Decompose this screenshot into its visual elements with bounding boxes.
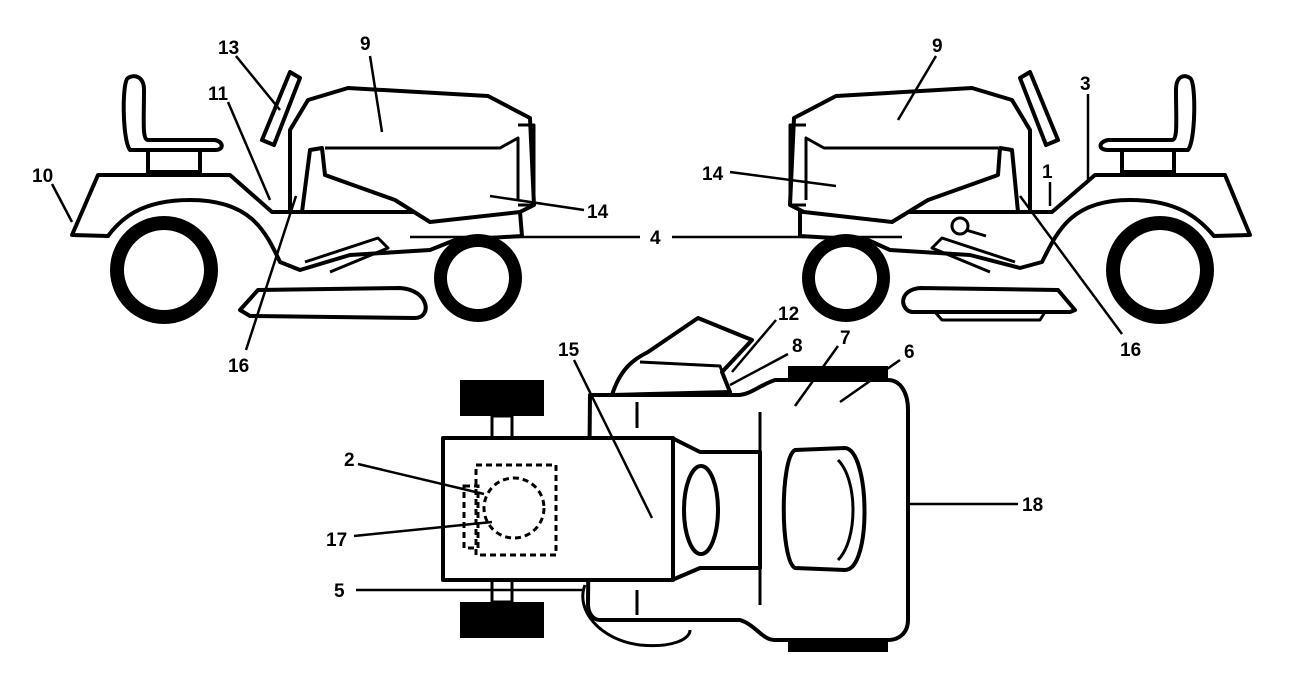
left-rear-fender: [70, 173, 524, 272]
callout-15: 15: [558, 340, 580, 361]
leader-16-left: [244, 195, 298, 351]
leader-2: [357, 462, 485, 496]
callout-5: 5: [334, 581, 345, 602]
top-front-left-tire: [460, 380, 544, 416]
right-seat-post: [1120, 148, 1176, 174]
leader-8: [729, 352, 789, 387]
callout-6: 6: [904, 342, 915, 363]
top-engine-dashed-tab: [462, 484, 480, 550]
callout-17: 17: [326, 530, 347, 551]
right-deck-plate: [933, 310, 1047, 322]
right-key-stem: [965, 228, 987, 238]
top-seat: [781, 446, 867, 572]
left-dash-panel: [288, 86, 536, 224]
leader-16-right: [1018, 195, 1124, 335]
callout-12: 12: [778, 304, 799, 325]
left-deck-lever: [304, 236, 390, 274]
right-key-knob: [950, 216, 970, 236]
callout-9-right: 9: [932, 36, 943, 57]
callout-7: 7: [840, 328, 851, 349]
leader-7: [793, 345, 840, 407]
callout-13: 13: [218, 38, 239, 59]
top-seat-back: [836, 458, 855, 562]
leader-14-right: [729, 170, 837, 188]
right-deck-lever: [930, 236, 1016, 274]
right-rear-hub: [1120, 230, 1200, 310]
leader-12: [731, 319, 777, 373]
right-steering-wheel: [1018, 70, 1060, 147]
top-discharge-chute: [610, 316, 754, 397]
callout-14-right: 14: [702, 164, 724, 185]
right-front-hub: [815, 247, 877, 309]
leader-6: [839, 358, 901, 404]
left-side-view: [70, 70, 536, 324]
leader-9-right: [896, 55, 938, 121]
callout-18: 18: [1022, 495, 1043, 516]
right-rear-fender: [798, 173, 1252, 270]
callout-9-left: 9: [360, 34, 371, 55]
leader-14-left: [489, 194, 585, 212]
right-dash-panel: [788, 86, 1032, 224]
right-seat: [1098, 74, 1197, 152]
left-mower-deck: [238, 286, 428, 320]
callout-4: 4: [650, 228, 661, 249]
left-seat: [121, 74, 224, 152]
right-grille: [788, 123, 806, 207]
callout-16-right: 16: [1120, 340, 1141, 361]
right-hood-line: [804, 136, 998, 200]
left-rear-hub: [124, 230, 204, 310]
callout-8: 8: [792, 336, 803, 357]
top-deck-outline: [581, 584, 692, 648]
leader-lines: [50, 55, 1124, 592]
leader-15: [572, 359, 654, 519]
callout-16-left: 16: [228, 356, 249, 377]
callout-2: 2: [344, 450, 355, 471]
callout-1: 1: [1042, 162, 1053, 183]
top-front-right-tire: [460, 602, 544, 638]
callout-10: 10: [32, 166, 53, 187]
leader-17: [353, 520, 493, 538]
top-engine-dashed-circle: [482, 476, 546, 540]
leader-13: [235, 55, 281, 111]
right-side-view: [788, 70, 1252, 324]
left-hood-line: [325, 136, 520, 200]
leader-9-left: [368, 55, 384, 133]
left-grille: [518, 123, 536, 207]
callouts: 13 9 11 10 14 4 16 9 3 1 14 16 12 8 7 6 …: [32, 34, 1141, 602]
right-mower-deck: [901, 286, 1077, 314]
callout-14-left: 14: [587, 202, 609, 223]
top-engine-dashed-box: [474, 463, 558, 557]
left-steering-wheel: [260, 70, 302, 147]
top-front-axle-upper: [490, 414, 514, 440]
leader-10: [50, 183, 74, 223]
top-steering-wheel: [682, 464, 720, 556]
top-view: [441, 316, 910, 652]
callout-3: 3: [1080, 74, 1091, 95]
leader-11: [226, 101, 272, 201]
left-front-hub: [447, 247, 509, 309]
left-seat-post: [146, 148, 202, 174]
callout-11: 11: [208, 84, 229, 105]
top-chute-inner: [639, 360, 732, 393]
